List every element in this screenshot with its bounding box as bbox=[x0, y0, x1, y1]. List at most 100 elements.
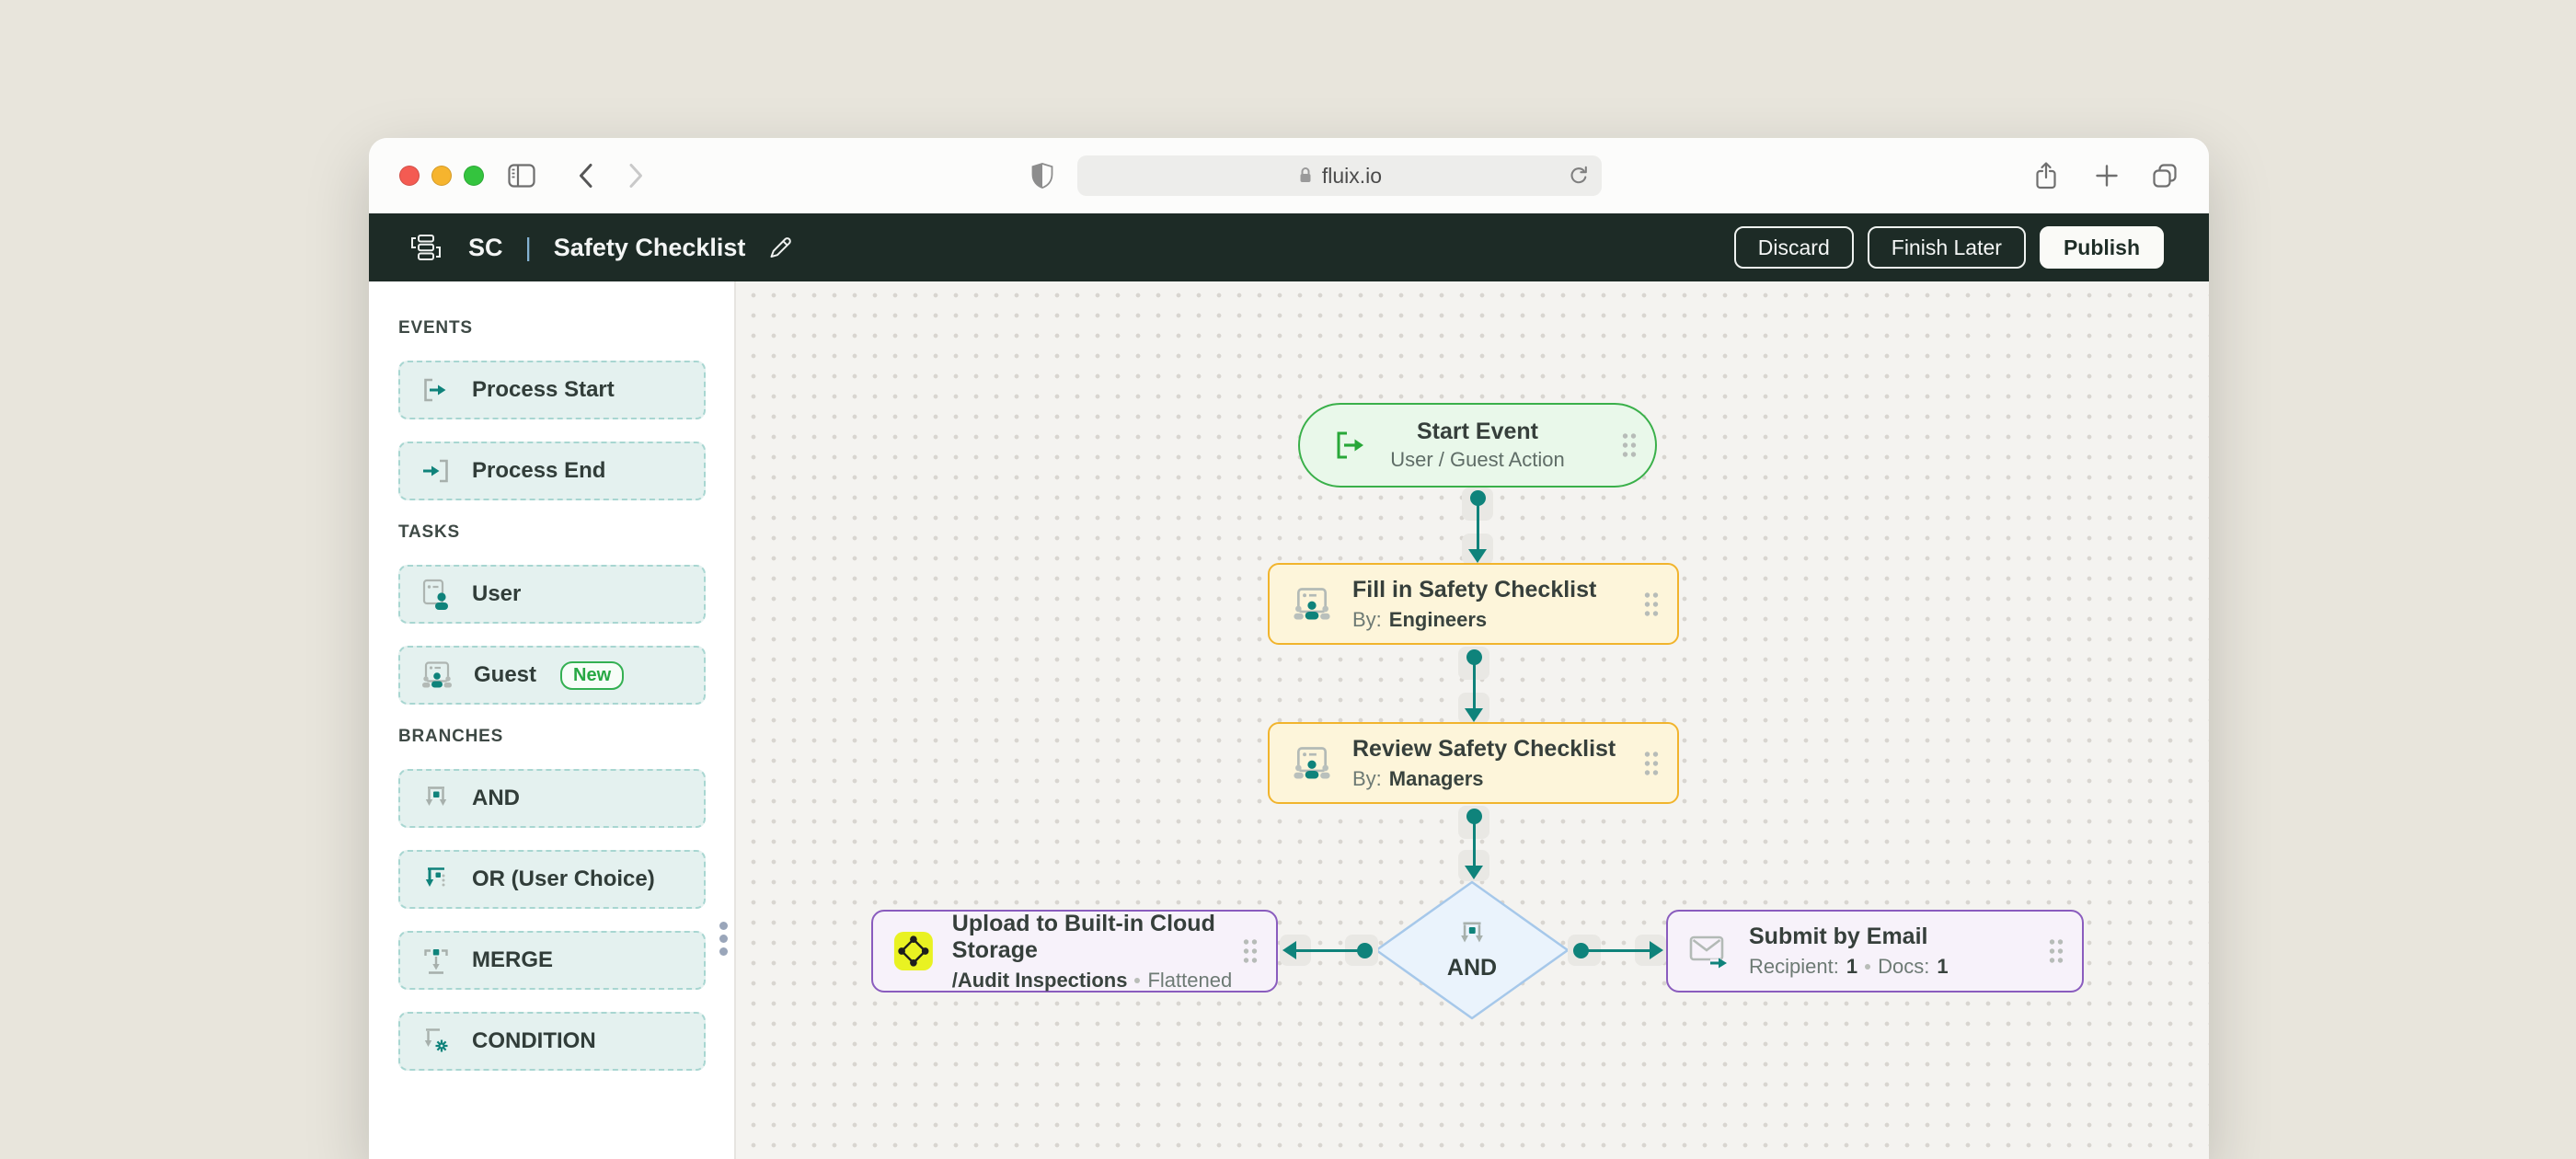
palette-item-guest-task[interactable]: Guest New bbox=[398, 646, 706, 705]
reload-icon[interactable] bbox=[1568, 165, 1590, 187]
palette-item-label: Process Start bbox=[472, 377, 615, 402]
cloud-storage-app-icon bbox=[893, 932, 933, 970]
process-start-icon bbox=[424, 378, 446, 402]
tab-overview-icon[interactable] bbox=[2152, 163, 2178, 189]
minimize-window-button[interactable] bbox=[431, 166, 452, 186]
email-icon bbox=[1689, 935, 1727, 969]
title-divider: | bbox=[524, 233, 532, 261]
node-upload-cloud-storage[interactable]: Upload to Built-in Cloud Storage /Audit … bbox=[871, 910, 1278, 993]
palette-item-condition-branch[interactable]: CONDITION bbox=[398, 1012, 706, 1071]
finish-later-button[interactable]: Finish Later bbox=[1867, 226, 2026, 269]
recipient-count: 1 bbox=[1846, 955, 1858, 978]
palette-item-label: MERGE bbox=[472, 947, 554, 972]
drag-handle-icon[interactable] bbox=[1642, 591, 1661, 618]
palette-sidebar: EVENTS Process Start Process En bbox=[369, 281, 736, 1159]
dot-separator bbox=[1134, 977, 1141, 983]
docs-label: Docs: bbox=[1878, 955, 1930, 978]
by-label: By: bbox=[1352, 766, 1382, 790]
merge-branch-icon bbox=[424, 949, 448, 974]
condition-branch-icon bbox=[424, 1028, 448, 1052]
palette-item-label: User bbox=[472, 581, 522, 606]
connector-and-to-email bbox=[1568, 934, 1666, 967]
process-end-icon bbox=[423, 459, 448, 483]
workflow-canvas[interactable]: Start Event User / Guest Action bbox=[736, 281, 2209, 1159]
and-branch-icon bbox=[1461, 922, 1483, 942]
palette-item-merge-branch[interactable]: MERGE bbox=[398, 931, 706, 990]
palette-item-label: Process End bbox=[472, 458, 606, 483]
lock-icon bbox=[1300, 167, 1311, 182]
assignee: Engineers bbox=[1388, 607, 1488, 631]
guest-task-icon bbox=[1294, 746, 1330, 778]
browser-titlebar: fluix.io bbox=[369, 138, 2209, 213]
privacy-shield-icon[interactable] bbox=[1030, 162, 1054, 189]
guest-task-icon bbox=[422, 661, 452, 688]
node-title: Review Safety Checklist bbox=[1352, 735, 1616, 762]
workflow-initials: SC bbox=[468, 233, 503, 261]
connector-review-to-and bbox=[1457, 806, 1490, 881]
zoom-window-button[interactable] bbox=[464, 166, 484, 186]
node-title: Submit by Email bbox=[1749, 924, 1928, 949]
gateway-diamond-shape bbox=[1374, 880, 1570, 1020]
palette-item-label: Guest bbox=[474, 662, 537, 687]
node-title: Start Event bbox=[1417, 419, 1538, 444]
upload-mode: Flattened bbox=[1147, 968, 1233, 992]
back-icon[interactable] bbox=[577, 162, 595, 189]
palette-section-branches: BRANCHES AND bbox=[398, 727, 734, 1071]
connector-start-to-fill bbox=[1461, 488, 1494, 565]
guest-task-icon bbox=[1294, 587, 1330, 619]
drag-handle-icon[interactable] bbox=[1642, 750, 1661, 777]
palette-item-process-end[interactable]: Process End bbox=[398, 442, 706, 500]
palette-item-and-branch[interactable]: AND bbox=[398, 769, 706, 828]
section-label: TASKS bbox=[398, 522, 460, 542]
palette-section-tasks: TASKS User bbox=[398, 522, 734, 705]
palette-item-label: CONDITION bbox=[472, 1028, 596, 1053]
palette-section-events: EVENTS Process Start Process En bbox=[398, 318, 734, 500]
palette-item-process-start[interactable]: Process Start bbox=[398, 361, 706, 419]
folder-path: /Audit Inspections bbox=[951, 968, 1128, 992]
drag-handle-icon[interactable] bbox=[1620, 431, 1639, 459]
node-review-safety-checklist[interactable]: Review Safety Checklist By: Managers bbox=[1268, 722, 1679, 804]
or-branch-icon bbox=[425, 867, 445, 887]
publish-button[interactable]: Publish bbox=[2039, 226, 2164, 269]
section-label: BRANCHES bbox=[398, 727, 504, 746]
close-window-button[interactable] bbox=[399, 166, 420, 186]
drag-handle-icon[interactable] bbox=[2047, 937, 2065, 965]
section-label: EVENTS bbox=[398, 318, 473, 338]
assignee: Managers bbox=[1388, 766, 1484, 790]
node-start-event[interactable]: Start Event User / Guest Action bbox=[1298, 403, 1657, 488]
discard-button[interactable]: Discard bbox=[1733, 226, 1854, 269]
palette-item-user-task[interactable]: User bbox=[398, 565, 706, 624]
url-text: fluix.io bbox=[1321, 163, 1383, 188]
node-title: Upload to Built-in Cloud Storage bbox=[951, 910, 1215, 963]
and-branch-icon bbox=[425, 786, 447, 806]
edit-title-icon[interactable] bbox=[767, 235, 793, 260]
workflow-logo-icon bbox=[411, 235, 441, 260]
node-fill-safety-checklist[interactable]: Fill in Safety Checklist By: Engineers bbox=[1268, 563, 1679, 645]
new-tab-icon[interactable] bbox=[2095, 164, 2119, 188]
gateway-label: AND bbox=[1446, 954, 1498, 981]
share-icon[interactable] bbox=[2034, 161, 2058, 190]
user-task-icon bbox=[422, 579, 448, 610]
workflow-title: Safety Checklist bbox=[553, 233, 746, 261]
start-event-icon bbox=[1337, 431, 1363, 459]
forward-icon[interactable] bbox=[627, 162, 645, 189]
by-label: By: bbox=[1352, 607, 1382, 631]
docs-count: 1 bbox=[1937, 955, 1949, 978]
recipient-label: Recipient: bbox=[1749, 955, 1839, 978]
node-subtitle: User / Guest Action bbox=[1390, 448, 1565, 471]
connector-and-to-upload bbox=[1280, 934, 1378, 967]
palette-item-label: OR (User Choice) bbox=[472, 866, 655, 891]
sidebar-resize-handle[interactable] bbox=[719, 922, 728, 956]
palette-item-or-branch[interactable]: OR (User Choice) bbox=[398, 850, 706, 909]
node-and-gateway[interactable]: AND bbox=[1371, 878, 1573, 1022]
app-header: SC | Safety Checklist Discard Finish Lat… bbox=[369, 213, 2209, 281]
traffic-lights bbox=[399, 166, 484, 186]
new-badge: New bbox=[560, 660, 625, 690]
node-submit-by-email[interactable]: Submit by Email Recipient: 1 Docs: 1 bbox=[1666, 910, 2084, 993]
dot-separator bbox=[1865, 964, 1871, 970]
browser-window: fluix.io bbox=[369, 138, 2209, 1159]
url-bar[interactable]: fluix.io bbox=[1077, 155, 1602, 196]
sidebar-toggle-icon[interactable] bbox=[508, 164, 535, 188]
drag-handle-icon[interactable] bbox=[1241, 937, 1259, 965]
node-title: Fill in Safety Checklist bbox=[1352, 576, 1597, 602]
